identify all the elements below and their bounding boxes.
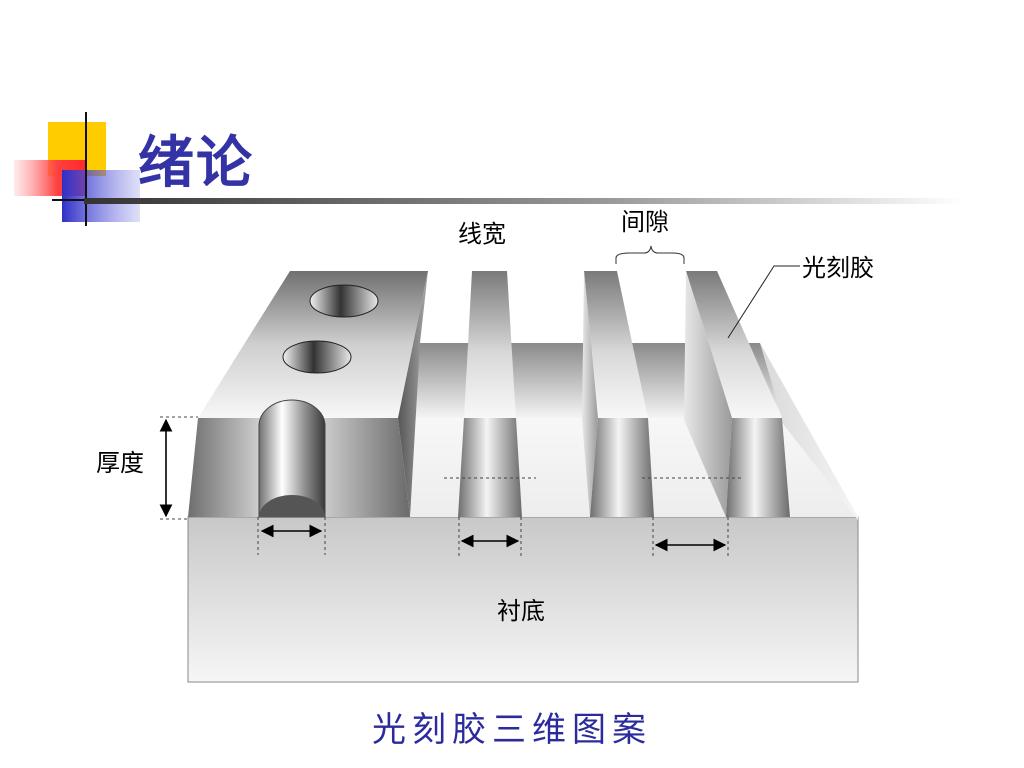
hole-1 [309, 284, 379, 318]
title-accent-decoration [14, 112, 964, 226]
strip-3-front-face [726, 418, 790, 517]
strip-2-front-face [590, 418, 654, 517]
substrate-right-face [760, 343, 858, 520]
strip-2-top-face [584, 271, 648, 418]
title-underline [84, 198, 964, 204]
photoresist-leader-line [727, 265, 800, 339]
half-cylinder-trench [258, 399, 326, 518]
figure-caption: 光刻胶三维图案 [372, 710, 652, 750]
trench-bottom [259, 495, 325, 517]
strip-3-top-face [686, 271, 782, 418]
slide-title: 绪论 [138, 131, 254, 196]
dashed-guides [160, 416, 742, 556]
gap-label: 间隙 [621, 208, 669, 236]
photoresist-strip-3 [684, 271, 790, 517]
strip-1-front-face [458, 418, 522, 517]
block-right-face [398, 271, 428, 517]
strip-1-top-face [464, 271, 516, 418]
thickness-label: 厚度 [96, 449, 144, 477]
strip-3-left-face [684, 271, 732, 517]
substrate-label: 衬底 [497, 597, 545, 625]
photoresist-label: 光刻胶 [802, 254, 874, 282]
gap-brace [615, 245, 685, 264]
hole-2 [282, 340, 352, 374]
dimension-arrows [159, 418, 727, 552]
line-width-label: 线宽 [458, 220, 506, 248]
photoresist-strip-2 [582, 271, 654, 517]
photoresist-block [188, 271, 428, 518]
strip-2-left-face [582, 271, 598, 517]
photoresist-strip-1 [458, 271, 522, 517]
